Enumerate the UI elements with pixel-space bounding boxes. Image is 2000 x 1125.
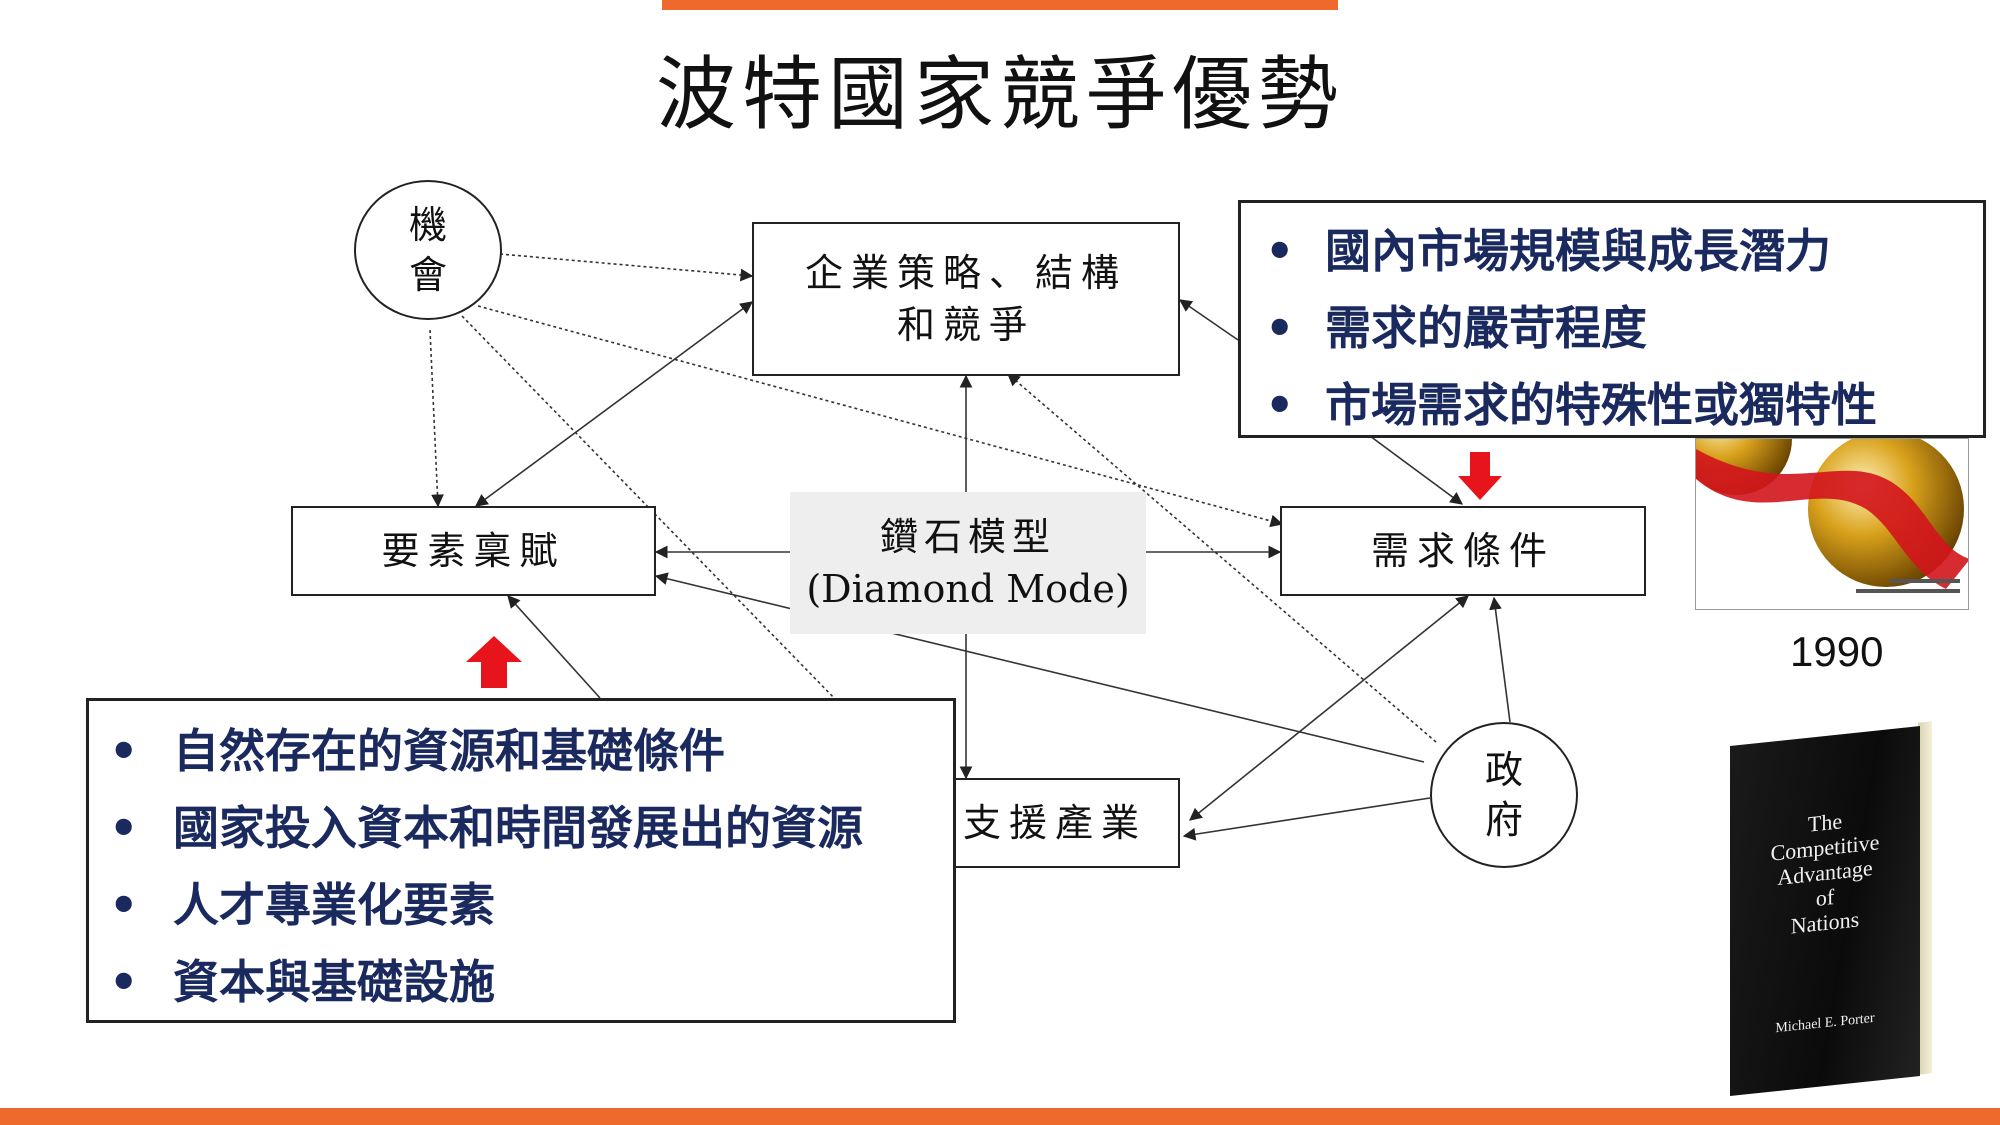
book-pages — [1918, 721, 1932, 1075]
node-demand: 需求條件 — [1280, 506, 1646, 596]
node-government-label: 政 府 — [1482, 745, 1526, 845]
node-strategy-line2: 和競爭 — [896, 303, 1035, 347]
book-front: The Competitive Advantage of Nations Mic… — [1730, 726, 1920, 1096]
diamond-model-en: (Diamond Mode) — [806, 567, 1130, 611]
book-title: The Competitive Advantage of Nations — [1730, 800, 1920, 945]
list-item: 人才專業化要素 — [109, 867, 953, 944]
publication-year: 1990 — [1790, 628, 1884, 675]
factor-endowment-list: 自然存在的資源和基礎條件 國家投入資本和時間發展出的資源 人才專業化要素 資本與… — [109, 713, 953, 1021]
node-government: 政 府 — [1430, 722, 1578, 868]
node-government-line1: 政 — [1484, 748, 1523, 792]
list-item: 需求的嚴苛程度 — [1265, 290, 1983, 367]
book-author: Michael E. Porter — [1775, 1010, 1875, 1037]
node-strategy-line1: 企業策略、結構 — [804, 251, 1127, 295]
node-government-line2: 府 — [1484, 798, 1523, 842]
page-title: 波特國家競爭優勢 — [656, 48, 1344, 141]
red-arrow-down-icon — [1458, 452, 1502, 500]
list-item: 國內市場規模與成長潛力 — [1265, 213, 1983, 290]
diamond-model-label: 鑽石模型 (Diamond Mode) — [790, 492, 1146, 634]
node-strategy: 企業策略、結構 和競爭 — [752, 222, 1180, 376]
red-arrow-up-icon — [466, 636, 522, 688]
node-factor: 要素稟賦 — [291, 506, 656, 596]
demand-conditions-callout: 國內市場規模與成長潛力 需求的嚴苛程度 市場需求的特殊性或獨特性 — [1238, 200, 1986, 444]
list-item: 資本與基礎設施 — [109, 944, 953, 1021]
node-chance: 機 會 — [354, 180, 502, 320]
book-cover: The Competitive Advantage of Nations Mic… — [1722, 702, 1946, 1096]
node-chance-line1: 機 — [408, 203, 447, 247]
node-chance-line2: 會 — [408, 253, 447, 297]
bottom-accent-bar — [0, 1108, 2000, 1125]
factor-endowment-callout: 自然存在的資源和基礎條件 國家投入資本和時間發展出的資源 人才專業化要素 資本與… — [86, 698, 956, 1023]
node-chance-label: 機 會 — [406, 200, 450, 300]
diamond-model-zh: 鑽石模型 — [879, 515, 1056, 559]
globe-cover-image — [1695, 438, 1969, 610]
list-item: 市場需求的特殊性或獨特性 — [1265, 367, 1983, 444]
demand-conditions-list: 國內市場規模與成長潛力 需求的嚴苛程度 市場需求的特殊性或獨特性 — [1265, 213, 1983, 444]
globe-graphic — [1696, 439, 1968, 593]
list-item: 自然存在的資源和基礎條件 — [109, 713, 953, 790]
top-accent-bar — [662, 0, 1338, 10]
list-item: 國家投入資本和時間發展出的資源 — [109, 790, 953, 867]
